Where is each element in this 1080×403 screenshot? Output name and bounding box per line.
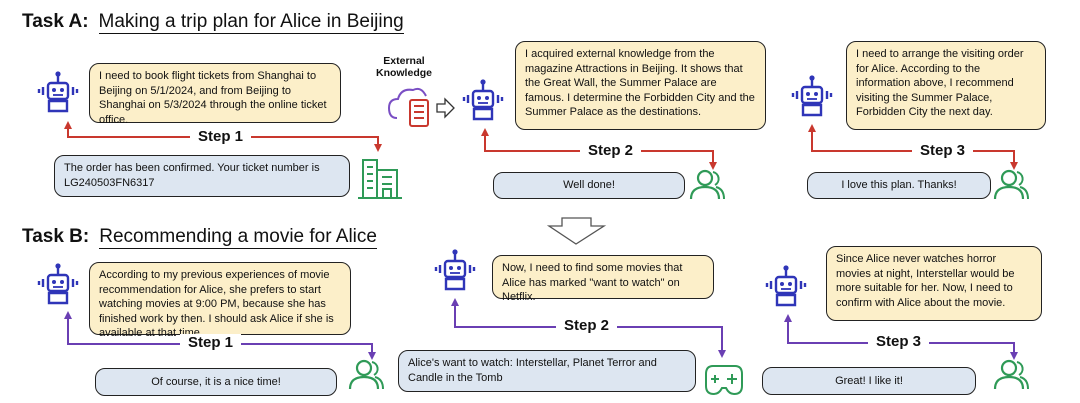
down-arrow-icon: [546, 217, 607, 245]
external-knowledge-label: External Knowledge: [375, 55, 432, 79]
task-a-prefix: Task A:: [22, 11, 89, 32]
robot-icon: [462, 78, 504, 121]
task-b-step2-label: Step 2: [556, 317, 618, 334]
task-b-prefix: Task B:: [22, 226, 90, 247]
task-b-step3-response-bubble: Great! I like it!: [762, 367, 976, 395]
task-b-title-text: Recommending a movie for Alice: [99, 226, 377, 249]
task-b-step1-agent-bubble: According to my previous experiences of …: [89, 262, 351, 339]
task-b-title: Task B: Recommending a movie for Alice: [22, 226, 377, 249]
robot-icon: [434, 248, 476, 291]
robot-icon: [765, 264, 807, 307]
task-a-step1-label: Step 1: [190, 128, 252, 145]
task-a-title: Task A: Making a trip plan for Alice in B…: [22, 11, 404, 34]
user-icon: [348, 359, 385, 391]
task-b-step3-label: Step 3: [868, 333, 930, 350]
task-a-step2-agent-bubble: I acquired external knowledge from the m…: [515, 41, 766, 130]
robot-icon: [791, 74, 833, 117]
task-b-step2-agent-bubble: Now, I need to find some movies that Ali…: [492, 255, 714, 303]
task-b-step2-response-bubble: Alice's want to watch: Interstellar, Pla…: [398, 350, 696, 392]
task-a-step1-response-bubble: The order has been confirmed. Your ticke…: [54, 155, 350, 197]
user-icon: [993, 169, 1030, 201]
database-icon: [387, 87, 429, 127]
user-icon: [993, 359, 1030, 391]
game-controller-icon: [705, 365, 743, 396]
task-b-step3-agent-bubble: Since Alice never watches horror movies …: [826, 246, 1042, 321]
task-a-step3-response-bubble: I love this plan. Thanks!: [807, 172, 991, 199]
robot-icon: [37, 70, 79, 113]
task-a-step3-agent-bubble: I need to arrange the visiting order for…: [846, 41, 1046, 130]
task-a-step1-agent-bubble: I need to book flight tickets from Shang…: [89, 63, 341, 126]
task-b-step1-response-bubble: Of course, it is a nice time!: [95, 368, 337, 396]
task-a-step2-label: Step 2: [580, 142, 642, 159]
hollow-arrow-icon: [436, 97, 455, 119]
building-icon: [358, 159, 402, 199]
task-b-step1-label: Step 1: [180, 334, 242, 351]
task-a-title-text: Making a trip plan for Alice in Beijing: [98, 11, 404, 34]
task-a-step3-label: Step 3: [912, 142, 974, 159]
robot-icon: [37, 262, 79, 305]
user-icon: [689, 169, 726, 201]
task-a-step2-response-bubble: Well done!: [493, 172, 685, 199]
